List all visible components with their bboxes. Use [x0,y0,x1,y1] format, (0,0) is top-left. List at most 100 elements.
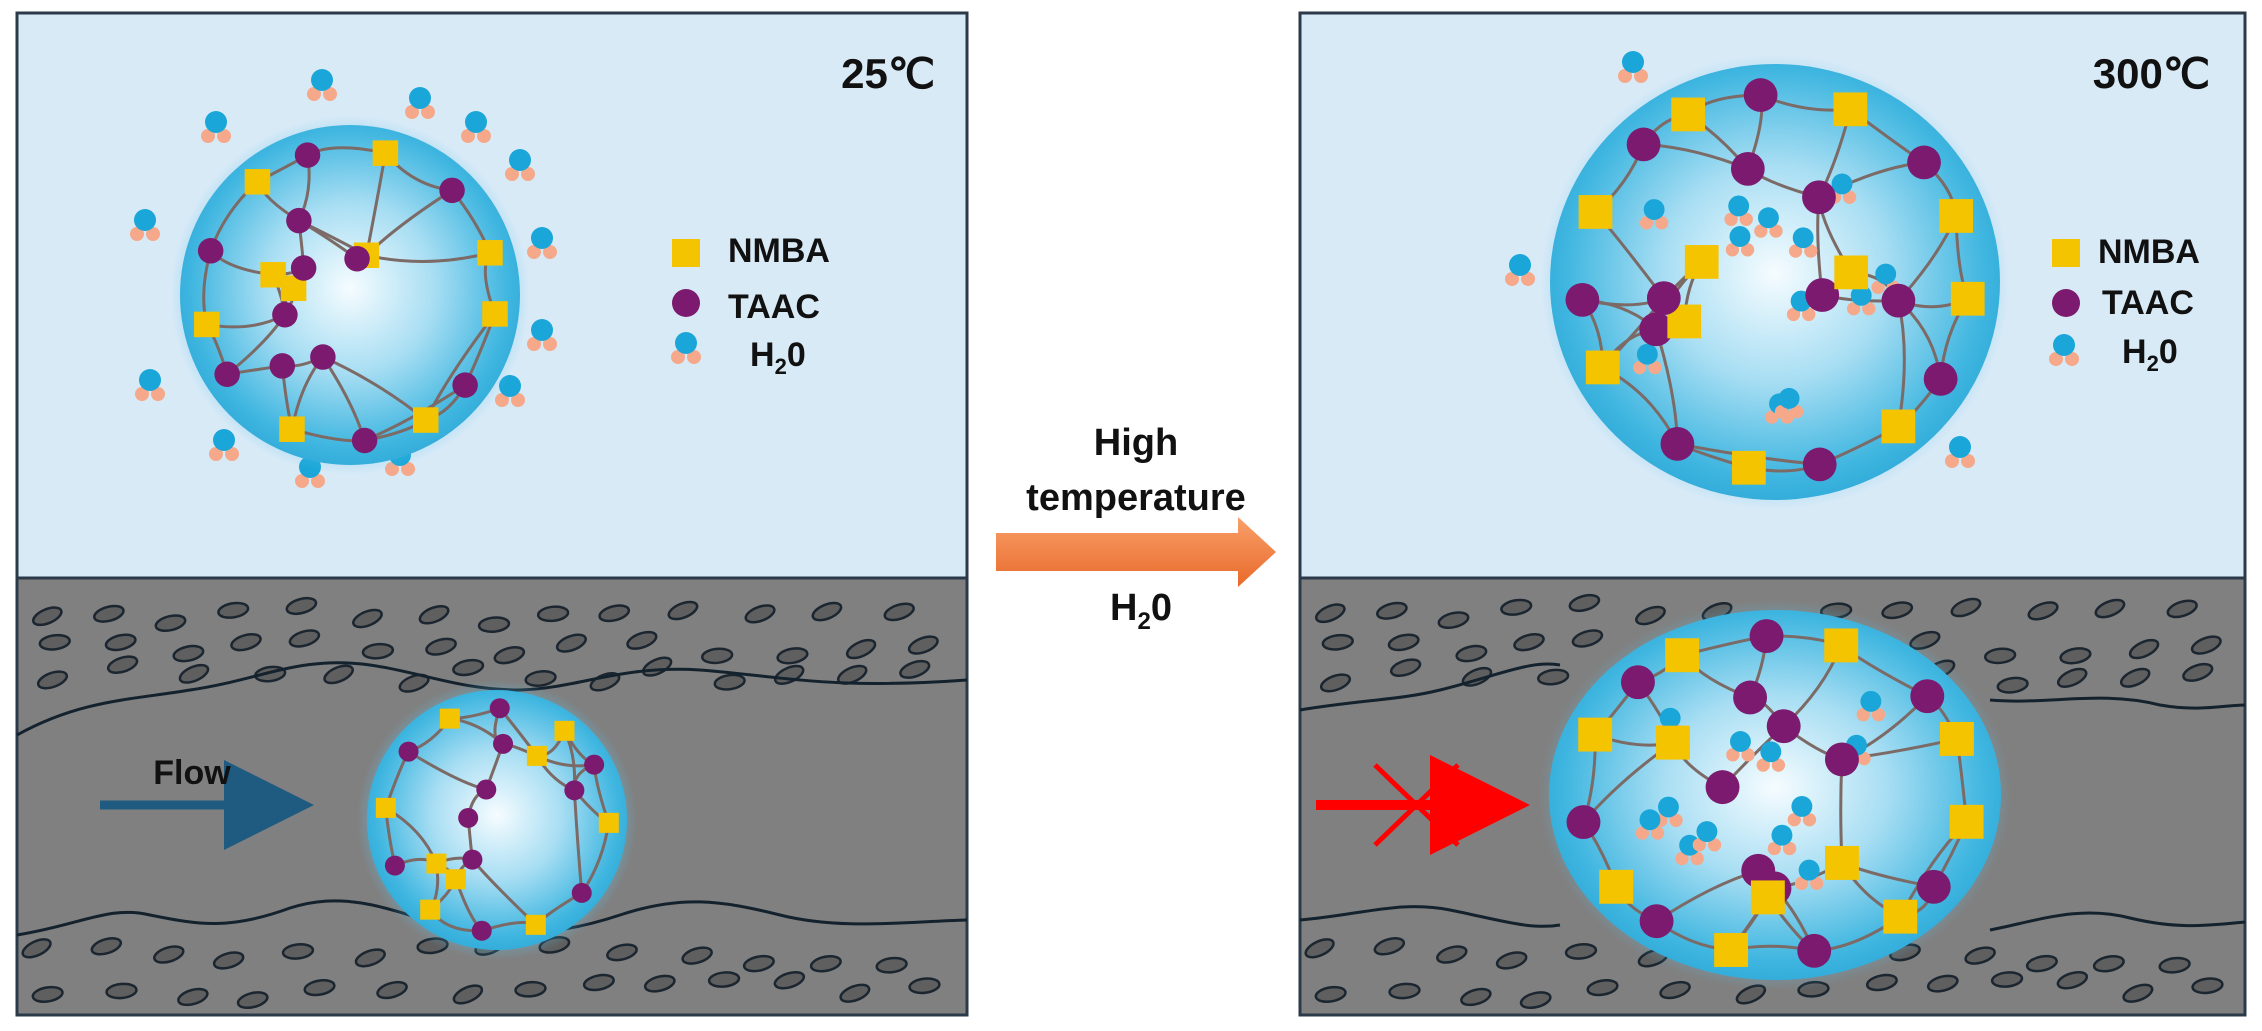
taac-monomer [1743,78,1778,112]
water-molecule-icon [1945,436,1975,468]
nmba-crosslinker [477,240,503,266]
nmba-crosslinker [1939,721,1974,756]
taac-monomer [272,301,298,328]
water-molecule-icon [1639,199,1669,230]
flow-label: Flow [153,754,231,792]
nmba-crosslinker [1883,899,1918,934]
taac-monomer [489,698,510,719]
nmba-crosslinker [554,720,575,741]
taac-monomer [452,372,478,398]
legend-h2o-icon-right [2049,334,2079,366]
nmba-crosslinker [375,797,396,818]
right-plugging-swollen-particle [1539,600,2011,990]
water-molecule-icon [1774,387,1804,419]
legend-taac-label-right: TAAC [2102,284,2194,322]
legend-nmba-swatch-right [2052,239,2080,267]
taac-monomer [197,238,224,264]
left-hydrogel-particle [170,115,530,475]
water-molecule-icon [130,209,160,241]
taac-monomer [290,255,317,281]
nmba-crosslinker [1671,97,1706,132]
water-molecule-icon [1794,859,1824,891]
nmba-crosslinker [260,262,286,288]
nmba-crosslinker [244,169,271,195]
left-panel: 25℃ NMBA TAAC H20 Flow [15,11,969,1017]
water-molecule-icon [1633,343,1662,375]
nmba-crosslinker [445,869,466,890]
right-channel-top-2 [1989,696,2246,710]
nmba-crosslinker [1599,869,1634,904]
transition-h2o-label: H20 [1110,587,1172,635]
right-legend: NMBA TAAC H20 [2049,233,2200,376]
right-swollen-hydrogel [1540,54,2010,510]
taac-monomer [269,353,296,379]
legend-taac-label: TAAC [728,288,820,326]
nmba-crosslinker [1714,933,1749,967]
water-molecule-icon [1788,227,1818,258]
taac-monomer [1910,679,1945,714]
transition-label-line1: High [1094,422,1178,464]
nmba-crosslinker [1665,638,1700,673]
left-channel-top [16,661,968,737]
legend-h2o-label: H20 [750,336,806,379]
water-molecule-icon [209,429,239,461]
right-free-water-molecules [1505,51,1975,468]
right-channel-top [1299,662,1561,712]
nmba-crosslinker [1684,245,1719,279]
taac-monomer [1620,665,1655,700]
taac-monomer [1730,151,1765,186]
taac-monomer [344,245,370,272]
taac-monomer [1646,281,1681,316]
water-molecule-icon [405,87,435,119]
legend-nmba-label-right: NMBA [2098,233,2200,271]
nmba-crosslinker [482,301,508,327]
nmba-crosslinker [420,899,441,920]
block-x-icon [1373,763,1460,847]
right-temperature: 300℃ [2093,50,2210,97]
nmba-crosslinker [1939,199,1973,233]
legend-nmba-swatch [672,239,700,267]
taac-monomer [1881,283,1916,318]
nmba-crosslinker [1833,92,1868,127]
nmba-crosslinker [598,812,619,833]
water-molecule-icon [1754,207,1783,238]
water-molecule-icon [201,111,231,143]
nmba-crosslinker [525,914,546,935]
process-arrow [996,517,1276,587]
taac-monomer [351,427,378,454]
taac-monomer [1639,904,1674,939]
water-molecule-icon [505,149,535,181]
taac-monomer [1566,805,1601,840]
transition-label-line2: temperature [1026,477,1246,519]
water-molecule-icon [135,369,165,401]
legend-taac-swatch-right [2052,289,2080,317]
water-molecule-icon [1635,809,1665,840]
nmba-crosslinker [1578,195,1613,229]
taac-monomer [1749,619,1784,654]
nmba-crosslinker [1949,804,1984,839]
taac-monomer [1916,869,1951,904]
water-molecule-icon [1846,284,1876,316]
taac-monomer [1805,278,1840,312]
water-molecule-icon [1756,741,1786,772]
taac-monomer [1802,180,1836,215]
nmba-crosslinker [1950,281,1985,316]
nmba-crosslinker [439,708,460,729]
taac-monomer [1565,282,1600,317]
nmba-crosslinker [1825,845,1859,880]
water-molecule-icon [1767,824,1797,856]
nmba-crosslinker [1585,350,1620,385]
right-panel: 300℃ NMBA TAAC H20 [1298,11,2247,1017]
taac-monomer [476,779,497,800]
taac-monomer [571,882,592,903]
taac-monomer [1923,362,1958,396]
left-legend: NMBA TAAC H20 [671,232,830,379]
taac-monomer [584,754,605,775]
taac-monomer [1733,680,1768,715]
taac-monomer [1824,742,1859,777]
nmba-crosslinker [1881,409,1916,444]
water-molecule-icon [527,319,557,351]
taac-monomer [1705,770,1740,805]
legend-taac-swatch [672,289,700,317]
